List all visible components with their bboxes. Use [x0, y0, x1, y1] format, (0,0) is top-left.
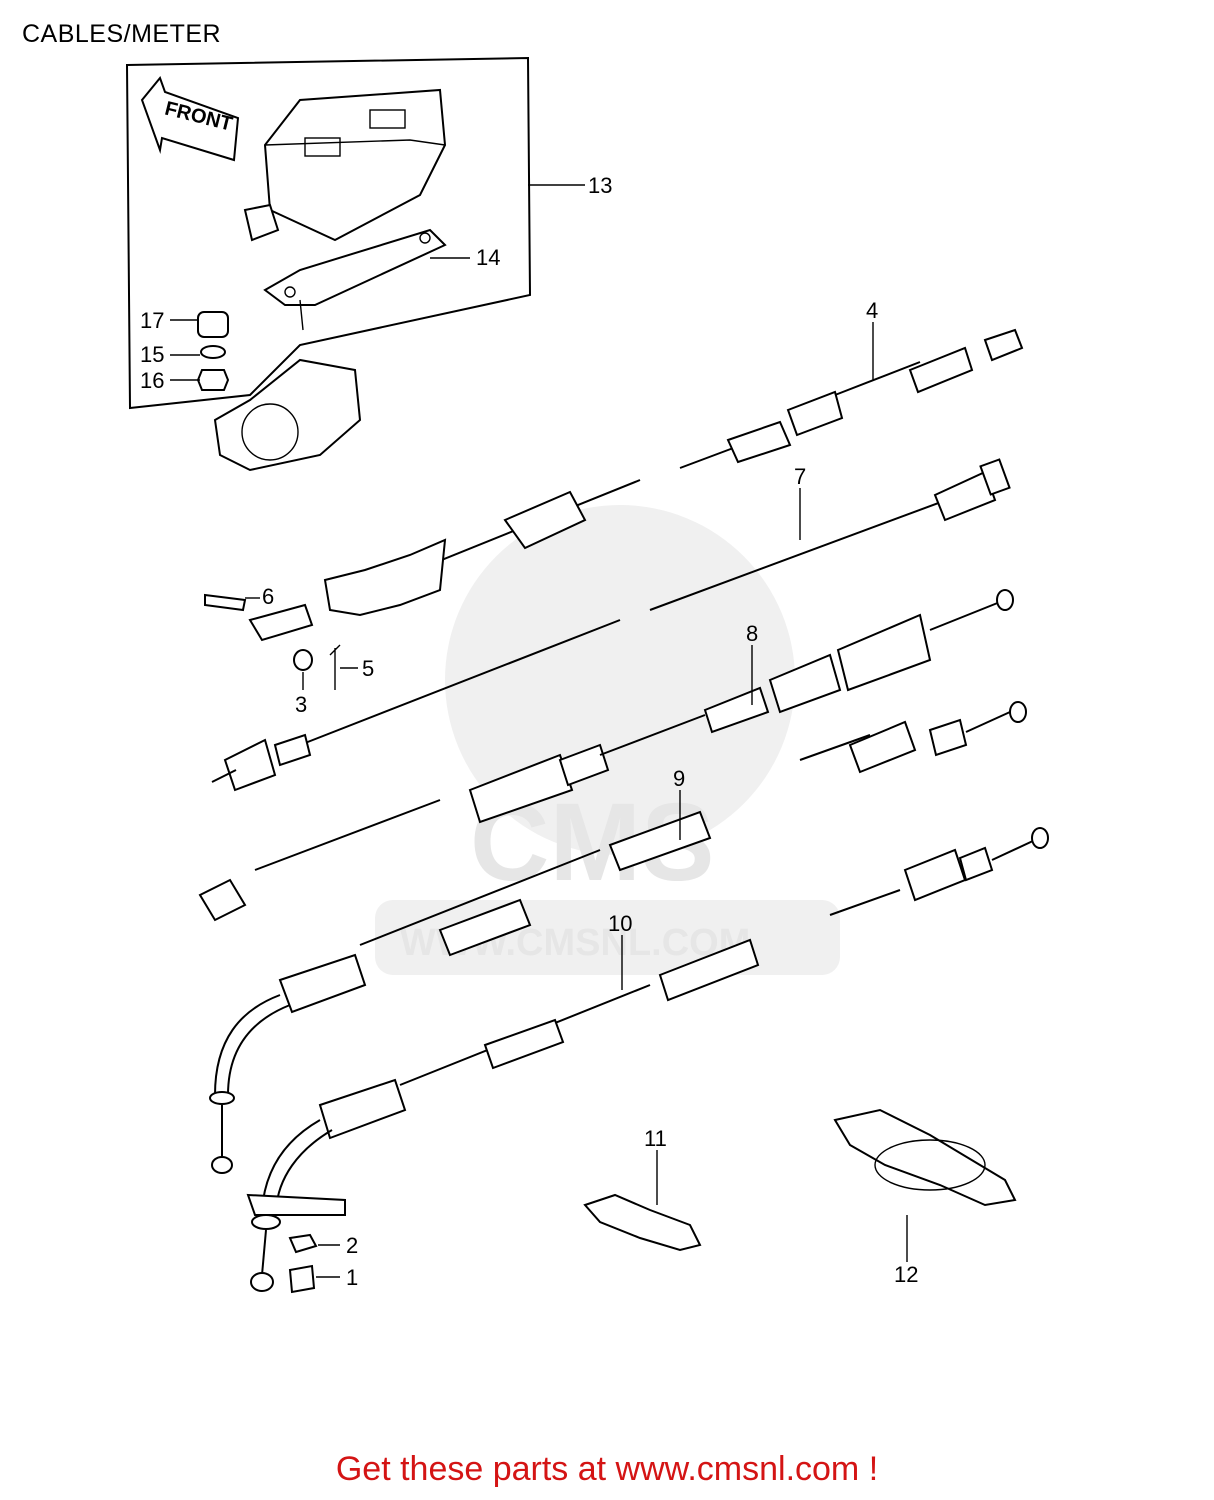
page-title: CABLES/METER: [22, 20, 222, 48]
leader-lines: [170, 184, 908, 1278]
callout-8: 8: [746, 621, 758, 646]
callout-17: 17: [140, 308, 164, 333]
callout-4: 4: [866, 298, 878, 323]
callout-16: 16: [140, 368, 164, 393]
callout-3: 3: [295, 692, 307, 717]
watermark: CMS WWW.CMSNL.COM: [375, 505, 840, 975]
callout-11: 11: [644, 1126, 667, 1151]
callout-15: 15: [140, 342, 164, 367]
cable-7: [211, 458, 1011, 792]
callout-labels: 1 2 3 4 5 6 7 8 9 10 11 12 13 14 15 16 1…: [140, 173, 918, 1290]
callout-14: 14: [476, 245, 500, 270]
callout-7: 7: [794, 464, 806, 489]
callout-6: 6: [262, 584, 274, 609]
cable-9: [209, 701, 1027, 1174]
cable-4: [204, 328, 1024, 690]
callout-9: 9: [673, 766, 685, 791]
callout-12: 12: [894, 1262, 918, 1287]
callout-5: 5: [362, 656, 374, 681]
cable-10: [246, 827, 1049, 1294]
meter-assembly: FRONT: [125, 56, 532, 472]
footer-link[interactable]: Get these parts at www.cmsnl.com !: [335, 1450, 879, 1488]
clamps: [583, 1108, 1017, 1252]
cable-8: [198, 589, 1014, 922]
callout-10: 10: [608, 911, 632, 936]
callout-1: 1: [346, 1265, 358, 1290]
callout-2: 2: [346, 1233, 358, 1258]
callout-13: 13: [588, 173, 612, 198]
